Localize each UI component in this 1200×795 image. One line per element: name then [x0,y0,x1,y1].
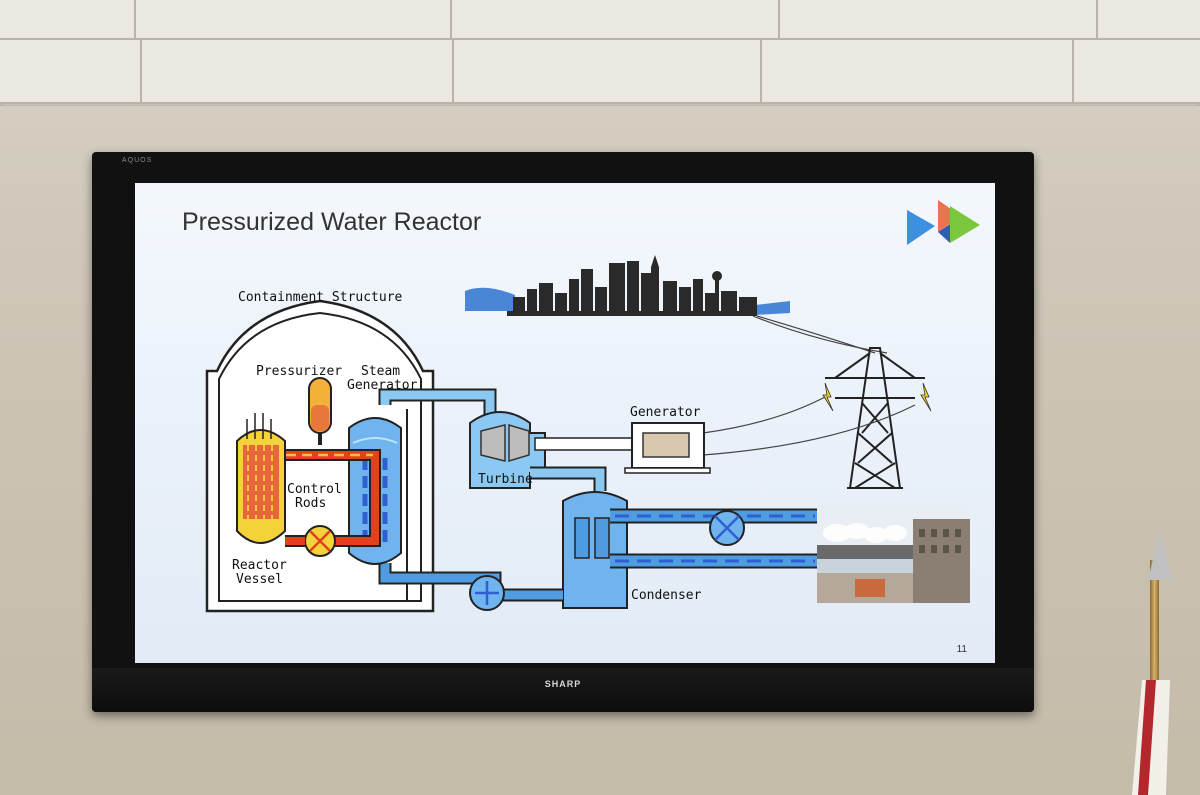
ceiling [0,0,1200,106]
primary-pump-icon [304,525,336,557]
label-turbine: Turbine [478,472,533,487]
pressurizer [308,377,332,445]
label-steam-generator-line2: Generator [347,378,418,393]
tv-model-label: AQUOS [122,157,153,164]
label-steam-generator-line1: Steam [361,364,400,379]
pwr-diagram: Containment Structure Pressurizer Steam … [205,200,980,613]
city-skyline-icon [465,255,790,316]
slide-title: Pressurized Water Reactor [182,208,482,236]
label-containment-structure: Containment Structure [238,290,403,305]
cooling-towers-photo [817,503,970,603]
presenter-logo-icon [907,200,980,245]
label-control-rods-line2: Rods [295,496,326,511]
slide-page-number: 11 [956,644,967,655]
cooling-pump-icon [709,510,745,546]
label-reactor-vessel-line1: Reactor [232,558,287,573]
label-condenser: Condenser [631,588,702,603]
flag-pole [1150,560,1159,795]
flag [1132,680,1170,795]
generator [624,422,711,474]
flag-pole-spear-icon [1148,530,1172,580]
transmission-tower-icon [825,347,925,489]
lightning-icon [822,382,932,412]
label-control-rods-line1: Control [287,482,342,497]
label-reactor-vessel-line2: Vessel [236,572,283,587]
label-generator: Generator [630,405,701,420]
tv-brand-logo: SHARP [544,679,582,689]
feedwater-pump-icon [469,575,505,611]
slide: Pressurized Water Reactor [135,183,995,663]
label-pressurizer: Pressurizer [256,364,342,379]
tv-bottom-bar [92,668,1034,712]
reactor-vessel [236,413,286,544]
